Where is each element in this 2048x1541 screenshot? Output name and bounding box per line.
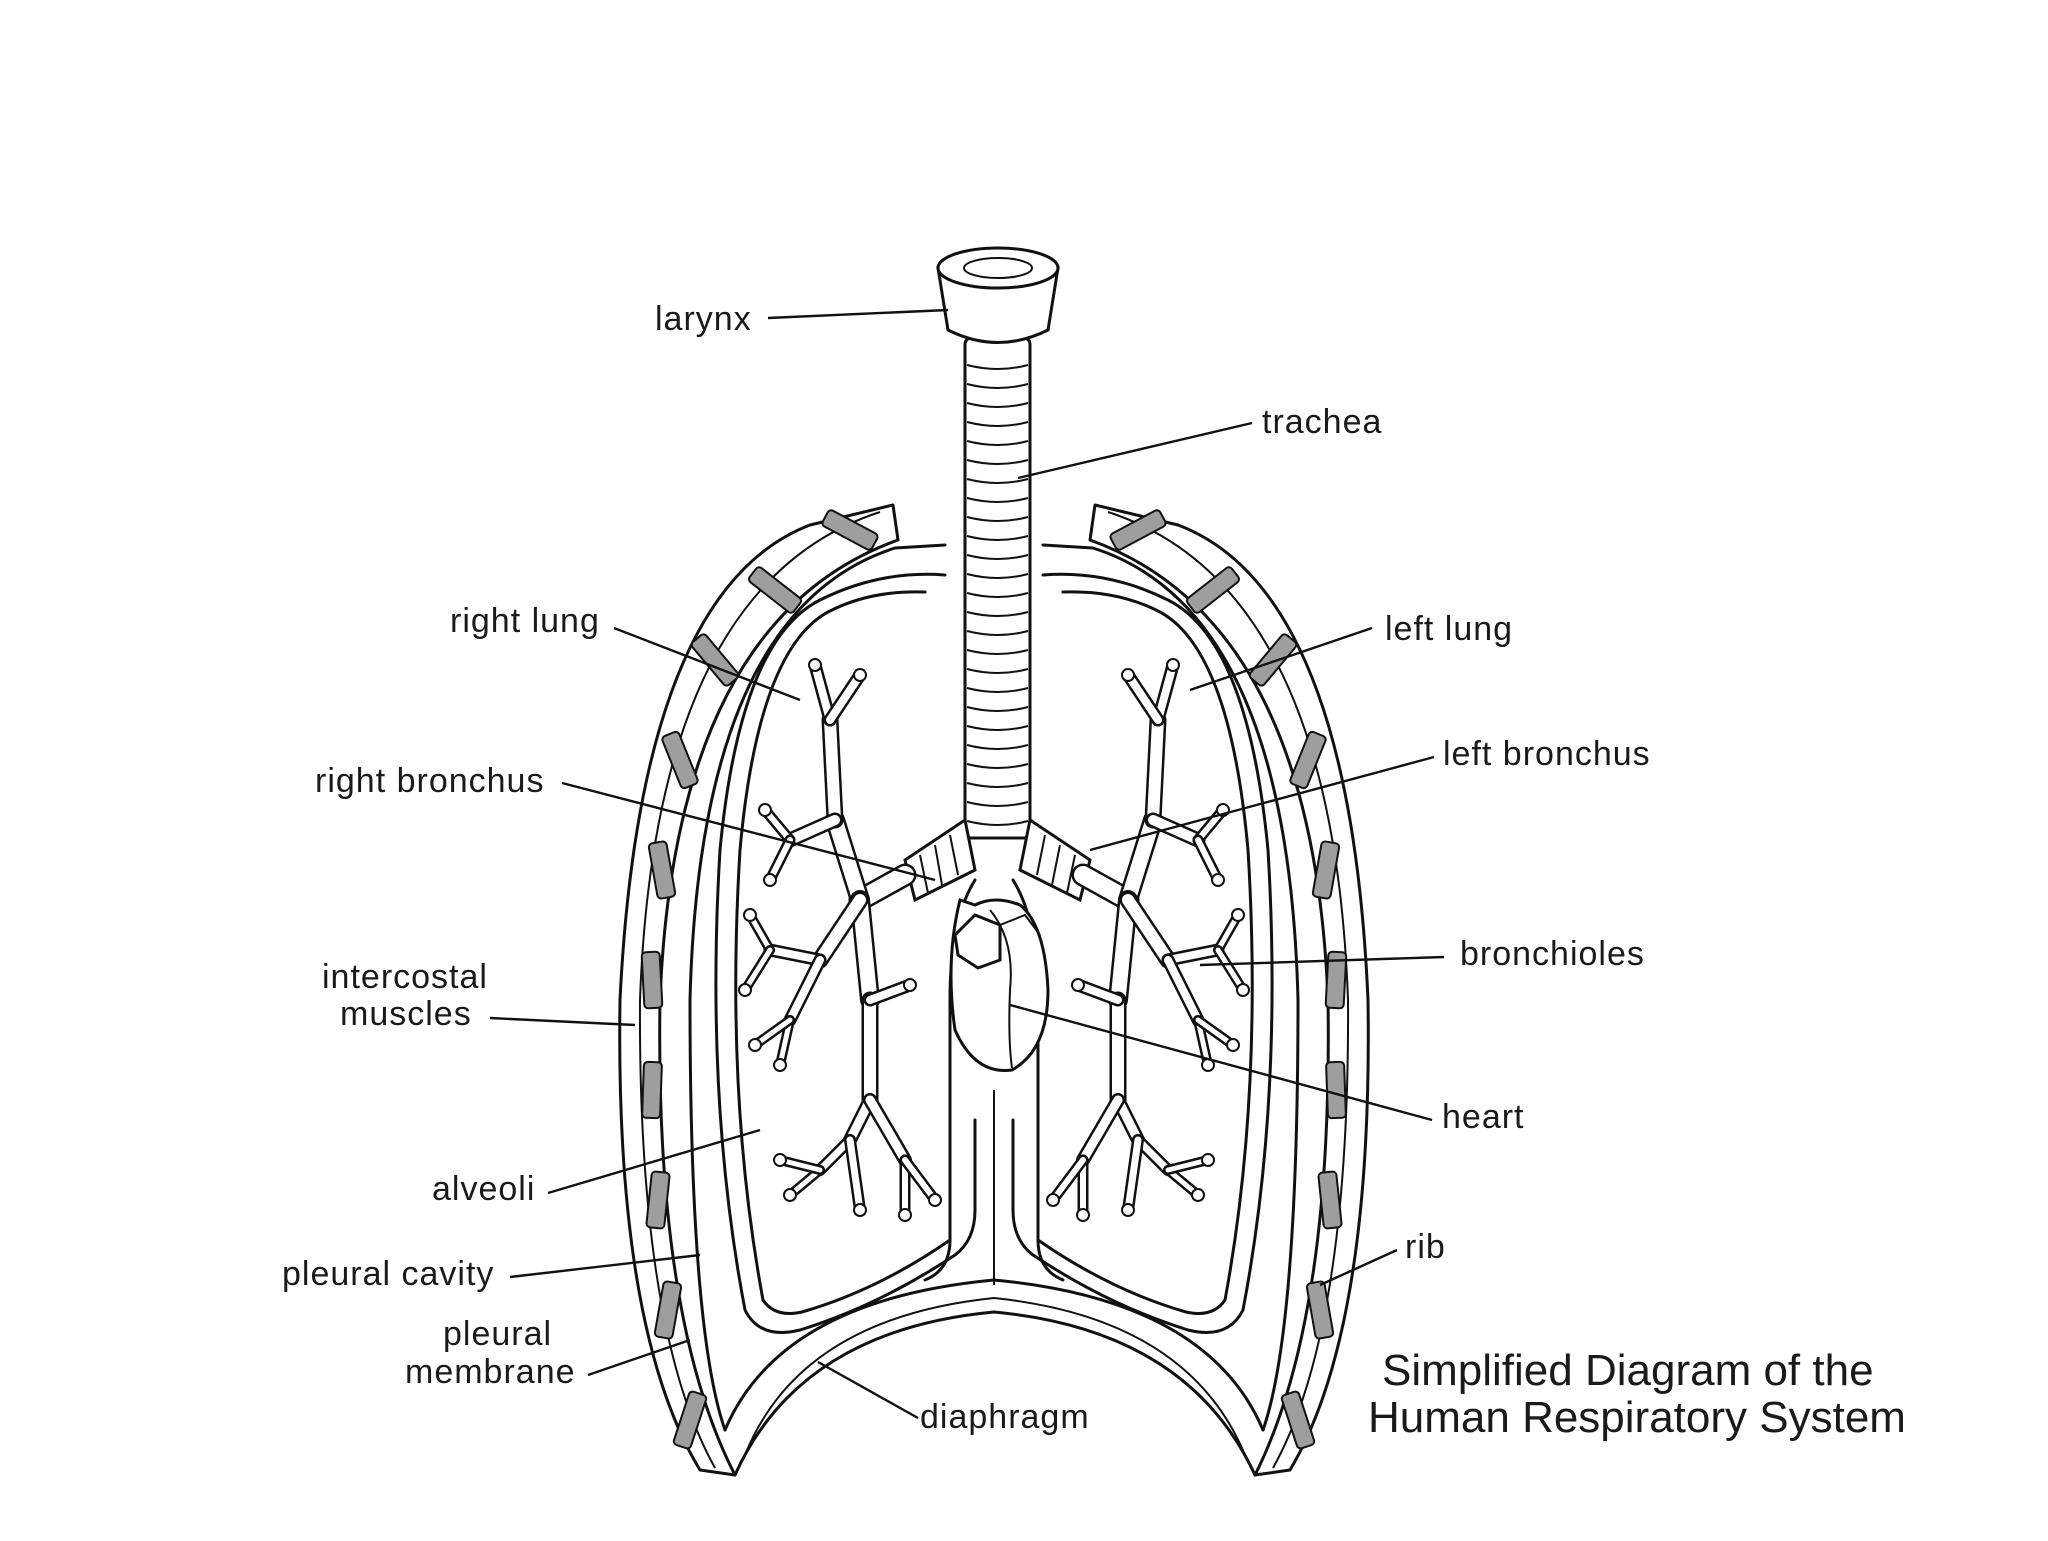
rib-segment bbox=[1317, 1170, 1343, 1230]
rib-segment bbox=[1289, 730, 1327, 790]
rib-segment bbox=[1324, 950, 1348, 1010]
title-line-1: Simplified Diagram of the bbox=[1382, 1346, 1874, 1395]
diaphragm-shape bbox=[723, 1278, 1265, 1477]
rib-leader bbox=[1319, 1248, 1398, 1287]
rib-segments bbox=[640, 509, 1348, 1450]
rib-segment bbox=[641, 1060, 663, 1120]
heart-leader bbox=[1009, 1003, 1433, 1122]
rib-segment bbox=[1280, 1390, 1316, 1450]
diagram-title: Simplified Diagram of the Human Respirat… bbox=[1368, 1346, 1906, 1442]
label-left-bronchus: left bronchus bbox=[1443, 735, 1651, 773]
rib-segment bbox=[1325, 1060, 1347, 1120]
rib-segment bbox=[1248, 633, 1298, 687]
left-lung bbox=[1011, 572, 1274, 1334]
main-bronchi bbox=[903, 817, 1092, 903]
rib-segment bbox=[821, 509, 879, 551]
right-lung bbox=[714, 572, 977, 1334]
intercostal-leader bbox=[489, 1016, 636, 1027]
rib-segment bbox=[640, 950, 664, 1010]
rib-segment bbox=[661, 730, 699, 790]
label-trachea: trachea bbox=[1262, 403, 1382, 441]
pleural-membrane bbox=[688, 543, 1300, 1432]
label-right-lung: right lung bbox=[450, 602, 600, 640]
title-line-2: Human Respiratory System bbox=[1368, 1393, 1906, 1442]
label-pleural-cavity: pleural cavity bbox=[282, 1255, 494, 1293]
label-left-lung: left lung bbox=[1385, 610, 1513, 648]
left-bronchial-tree bbox=[1046, 658, 1250, 1222]
right-bronchial-tree bbox=[738, 658, 942, 1222]
rib-segment bbox=[672, 1390, 708, 1450]
leader-lines bbox=[489, 308, 1445, 1420]
rib-segment bbox=[653, 1280, 683, 1340]
bronchioles-leader bbox=[1199, 955, 1445, 967]
rib-segment bbox=[647, 840, 677, 900]
left-lung-leader bbox=[1189, 626, 1373, 692]
bronchial-tree bbox=[738, 658, 1250, 1222]
right-bronchus-leader bbox=[561, 781, 936, 882]
label-heart: heart bbox=[1442, 1098, 1525, 1136]
label-intercostal: intercostal bbox=[322, 958, 488, 996]
label-membrane: membrane bbox=[405, 1353, 576, 1391]
rib-segment bbox=[748, 566, 802, 614]
label-alveoli: alveoli bbox=[432, 1170, 535, 1208]
larynx-shape bbox=[936, 246, 1060, 344]
trachea-rings bbox=[966, 364, 1029, 826]
trachea-leader bbox=[1017, 421, 1253, 480]
alveoli-leader bbox=[547, 1128, 761, 1195]
rib-segment bbox=[645, 1170, 671, 1230]
left-bronchus-leader bbox=[1089, 755, 1435, 852]
right-lung-leader bbox=[613, 626, 801, 702]
label-diaphragm: diaphragm bbox=[920, 1398, 1090, 1436]
rib-segment bbox=[1305, 1280, 1335, 1340]
rib-segment bbox=[1311, 840, 1341, 900]
labels: larynx trachea right lung left lung righ… bbox=[282, 300, 1651, 1436]
label-rib: rib bbox=[1405, 1228, 1446, 1266]
rib-segment bbox=[1109, 509, 1167, 551]
trachea-shape bbox=[963, 336, 1032, 840]
pleural-membrane-leader bbox=[587, 1338, 691, 1377]
label-right-bronchus: right bronchus bbox=[315, 762, 544, 800]
label-larynx: larynx bbox=[655, 300, 752, 338]
rib-segment bbox=[1186, 566, 1240, 614]
label-bronchioles: bronchioles bbox=[1460, 935, 1645, 973]
label-pleural: pleural bbox=[443, 1315, 552, 1353]
pleural-cavity-leader bbox=[509, 1253, 701, 1279]
diaphragm-leader bbox=[817, 1360, 919, 1420]
heart-shape bbox=[949, 898, 1050, 1072]
larynx-leader bbox=[767, 308, 949, 320]
label-muscles: muscles bbox=[340, 995, 472, 1033]
